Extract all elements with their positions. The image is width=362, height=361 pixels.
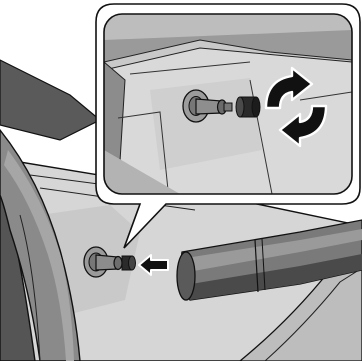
- tyre-top-dark: [0, 60, 100, 140]
- zoom-valve-cap: [236, 97, 260, 117]
- valve-cap: [122, 256, 136, 270]
- zoom-scene: [104, 14, 352, 194]
